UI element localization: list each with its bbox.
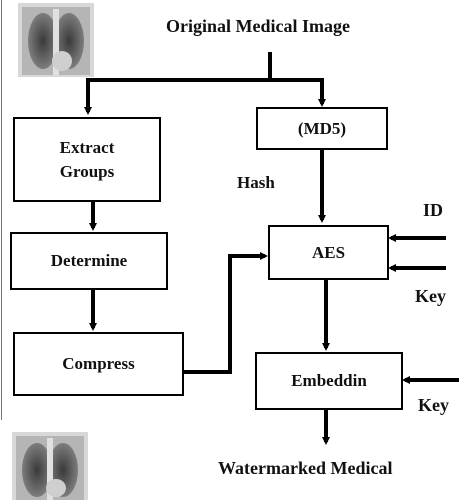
md5-box: (MD5)	[256, 107, 388, 150]
arrow-compress-to-aes	[184, 256, 265, 372]
extract-groups-box: Extract Groups	[13, 117, 161, 202]
compress-box: Compress	[13, 332, 184, 396]
diagram-title: Original Medical Image	[166, 16, 350, 37]
determine-box: Determine	[10, 232, 168, 290]
aes-box: AES	[268, 225, 389, 280]
key-label-embed: Key	[418, 395, 449, 416]
key-label-aes: Key	[415, 286, 446, 307]
output-label: Watermarked Medical	[218, 458, 392, 479]
hash-label: Hash	[237, 173, 275, 193]
id-label: ID	[423, 200, 443, 221]
embedding-box: Embeddin	[255, 352, 403, 410]
